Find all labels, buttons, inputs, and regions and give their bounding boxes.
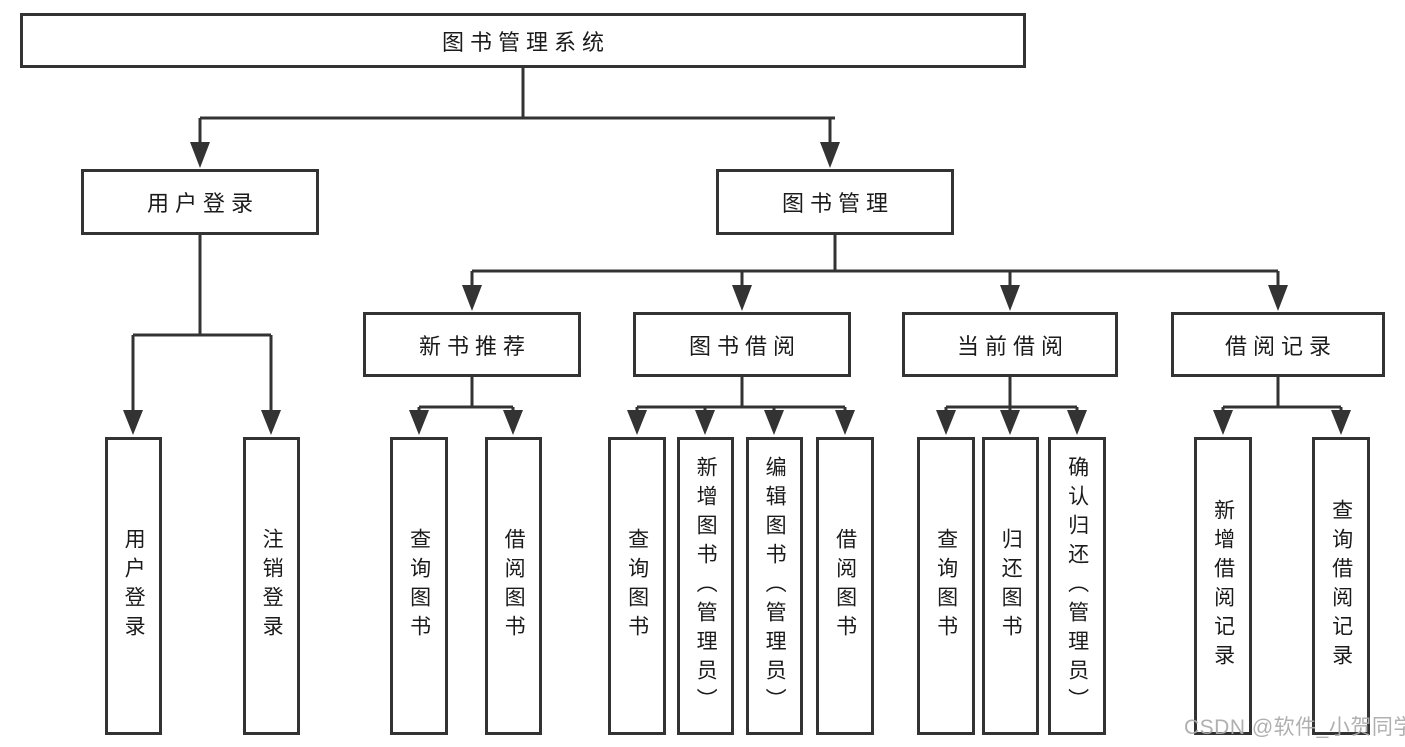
leaf-return-books: 归还图书: [982, 437, 1039, 735]
leaf-label: 注销登录: [260, 528, 284, 644]
arrowhead: [261, 410, 281, 435]
leaf-label: 新增借阅记录: [1211, 499, 1235, 673]
leaf-query-borrow-record: 查询借阅记录: [1312, 437, 1370, 735]
leaf-query-books-borrowing: 查询图书: [608, 437, 666, 735]
arrowhead: [820, 142, 840, 168]
leaf-logout: 注销登录: [243, 437, 300, 735]
node-label: 图书管理: [781, 191, 894, 216]
leaf-add-borrow-record: 新增借阅记录: [1194, 437, 1252, 735]
leaf-label: 查询借阅记录: [1329, 499, 1353, 673]
csdn-watermark: CSDN @软件_小贺同学: [1184, 716, 1405, 739]
leaf-user-login: 用户登录: [105, 437, 162, 735]
leaf-borrow-books: 借阅图书: [816, 437, 874, 735]
arrowhead: [764, 410, 784, 435]
arrowhead: [695, 410, 715, 435]
arrowhead: [123, 410, 143, 435]
leaf-add-book-admin: 新增图书（管理员）: [677, 437, 734, 735]
node-label: 新书推荐: [418, 333, 531, 359]
leaf-label: 编辑图书（管理员）: [763, 455, 787, 717]
arrowhead: [732, 285, 752, 311]
leaf-confirm-return-admin: 确认归还（管理员）: [1048, 437, 1106, 735]
leaf-label: 借阅图书: [833, 528, 857, 644]
leaf-label: 查询图书: [625, 528, 649, 644]
arrowhead: [1331, 410, 1351, 435]
leaf-query-books-recommend: 查询图书: [390, 437, 448, 735]
arrowhead: [1213, 410, 1233, 435]
leaf-label: 借阅图书: [502, 528, 526, 644]
leaf-label: 用户登录: [122, 528, 146, 644]
arrowhead: [1000, 285, 1020, 311]
arrowhead: [1268, 285, 1288, 311]
leaf-label: 查询图书: [407, 528, 431, 644]
leaf-label: 确认归还（管理员）: [1065, 455, 1089, 717]
leaf-borrow-books-recommend: 借阅图书: [485, 437, 542, 735]
arrowhead: [1067, 410, 1087, 435]
arrowhead: [627, 410, 647, 435]
arrowhead: [462, 285, 482, 311]
node-label: 借阅记录: [1224, 333, 1337, 359]
node-book-management: 图书管理: [716, 169, 954, 235]
arrowhead: [409, 410, 429, 435]
arrowhead: [190, 142, 210, 168]
node-label: 用户登录: [146, 191, 259, 216]
node-label: 当前借阅: [956, 333, 1069, 359]
leaf-label: 归还图书: [999, 528, 1023, 644]
node-current-borrowing: 当前借阅: [902, 312, 1118, 377]
arrowhead: [835, 410, 855, 435]
arrowhead: [503, 410, 523, 435]
node-borrowing-records: 借阅记录: [1171, 312, 1385, 377]
node-library-system: 图书管理系统: [20, 13, 1026, 68]
node-book-borrowing: 图书借阅: [633, 312, 851, 377]
arrowhead: [1000, 410, 1020, 435]
leaf-query-books-current: 查询图书: [917, 437, 975, 735]
node-new-book-recommend: 新书推荐: [363, 312, 581, 377]
node-label: 图书管理系统: [441, 29, 610, 55]
leaf-label: 新增图书（管理员）: [694, 455, 718, 717]
arrowhead: [936, 410, 956, 435]
node-label: 图书借阅: [688, 333, 801, 359]
node-user-login: 用户登录: [81, 169, 319, 235]
leaf-edit-book-admin: 编辑图书（管理员）: [746, 437, 803, 735]
leaf-label: 查询图书: [934, 528, 958, 644]
